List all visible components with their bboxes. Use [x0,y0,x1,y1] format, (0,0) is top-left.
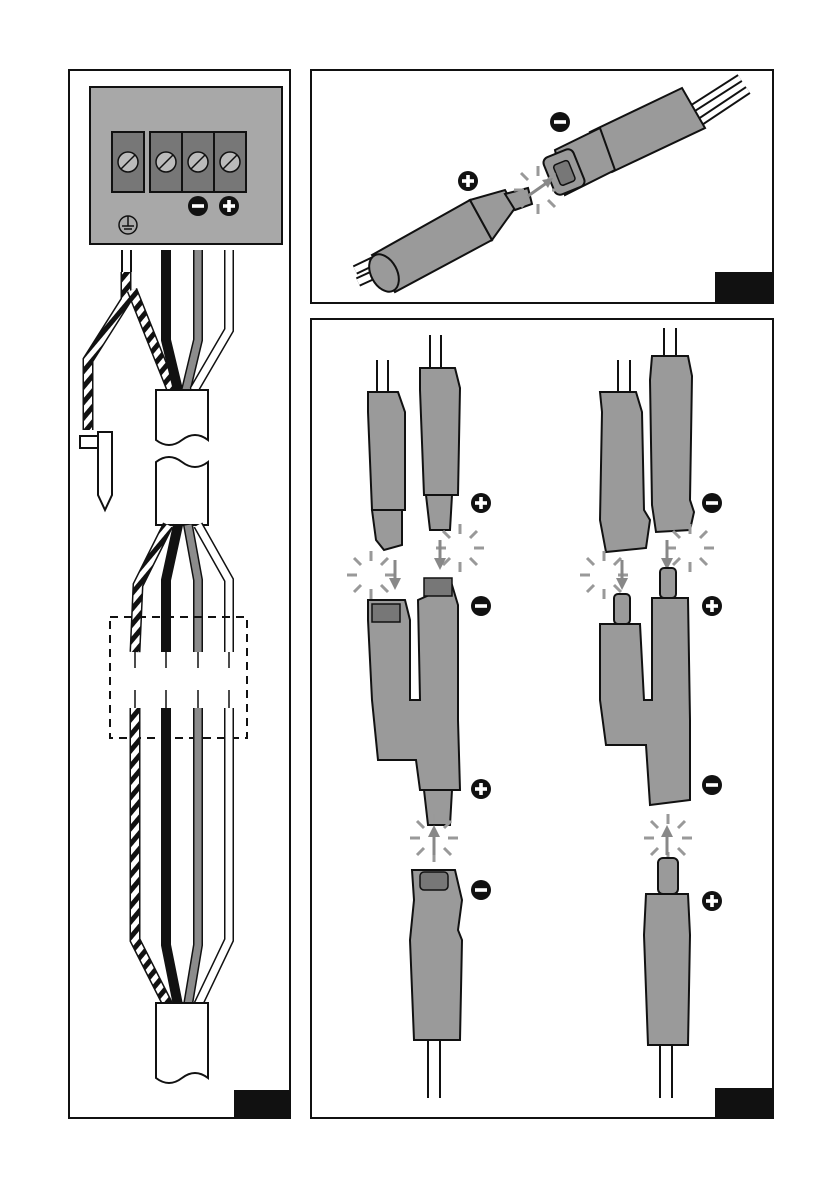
wire-bundle-middle [135,525,229,668]
arrow-icon [528,178,553,196]
ground-spike [80,432,112,510]
plus-icon [702,891,722,911]
minus-icon [702,493,722,513]
connector-pair-left-top [368,335,460,550]
minus-icon [471,880,491,900]
connector-pair-right-top [600,328,694,552]
minus-icon [550,112,570,132]
plus-icon [471,779,491,799]
connector-single-right-bottom [644,858,690,1098]
connector-male-positive [355,188,532,297]
cable-sheath-lower [156,1003,208,1083]
minus-icon [471,596,491,616]
connector-female-negative [542,78,748,197]
cable-sheath-middle [156,457,208,525]
plus-icon [471,493,491,513]
cable-sheath-upper [156,390,208,445]
terminal-box [90,87,282,244]
minus-icon [188,196,208,216]
arrow-icon [661,825,673,855]
arrow-icon [428,825,440,855]
y-connector-right [600,568,690,805]
y-connector-left [368,578,460,825]
plus-icon [702,596,722,616]
spark-icon [436,524,484,572]
terminal-strip [150,132,246,192]
spark-icon [347,551,395,599]
minus-icon [702,775,722,795]
connector-single-left-bottom [410,870,462,1098]
terminal-screw-ground [112,132,144,192]
plus-icon [458,171,478,191]
plus-icon [219,196,239,216]
spark-icon [666,524,714,572]
arrow-icon [661,540,673,570]
